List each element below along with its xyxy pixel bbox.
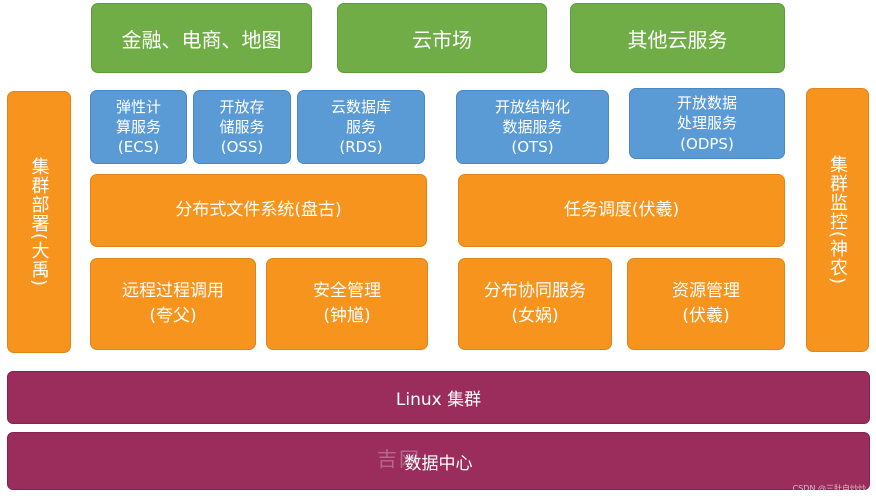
distributed-file-system: 分布式文件系统(盘古) bbox=[90, 174, 427, 247]
app-layer-other-services: 其他云服务 bbox=[570, 3, 785, 73]
cluster-deploy-label: 集群部署(大禹) bbox=[28, 156, 50, 288]
resource-management-line1: 资源管理 bbox=[672, 280, 740, 301]
background-watermark-text: 吉网 bbox=[377, 447, 421, 471]
service-ots: 开放结构化 数据服务 (OTS) bbox=[456, 90, 609, 164]
cluster-deploy-pillar: 集群部署(大禹) bbox=[7, 91, 71, 353]
data-center-layer: 数据中心 bbox=[7, 432, 870, 490]
rpc-service: 远程过程调用 (夸父) bbox=[90, 258, 256, 350]
linux-cluster-label: Linux 集群 bbox=[395, 390, 482, 410]
data-center-label: 数据中心 bbox=[404, 453, 473, 474]
app-layer-finance-label: 金融、电商、地图 bbox=[121, 27, 282, 52]
service-ots-line2: 数据服务 bbox=[502, 117, 563, 136]
security-management: 安全管理 (钟馗) bbox=[266, 258, 428, 350]
csdn-watermark: CSDN @三肚自炒炒 bbox=[792, 484, 866, 493]
security-management-line1: 安全管理 bbox=[313, 280, 381, 301]
resource-management-line2: (伏羲) bbox=[682, 306, 730, 326]
resource-management: 资源管理 (伏羲) bbox=[627, 258, 785, 350]
service-ecs-line1: 弹性计 bbox=[115, 97, 161, 116]
service-rds: 云数据库 服务 (RDS) bbox=[297, 90, 425, 164]
rpc-service-line2: (夸父) bbox=[149, 306, 197, 326]
service-ots-line1: 开放结构化 bbox=[494, 97, 570, 116]
cluster-monitor-label: 集群监控(神农) bbox=[827, 154, 848, 286]
task-scheduler-label: 任务调度(伏羲) bbox=[563, 199, 680, 220]
service-oss: 开放存 储服务 (OSS) bbox=[193, 90, 291, 164]
app-layer-cloud-market: 云市场 bbox=[337, 3, 547, 73]
task-scheduler: 任务调度(伏羲) bbox=[458, 174, 785, 247]
distributed-file-system-label: 分布式文件系统(盘古) bbox=[175, 199, 342, 220]
linux-cluster-layer: Linux 集群 bbox=[7, 371, 870, 424]
coordination-service-line1: 分布协同服务 bbox=[484, 280, 586, 301]
service-rds-line1: 云数据库 bbox=[330, 97, 391, 116]
service-odps: 开放数据 处理服务 (ODPS) bbox=[629, 88, 785, 159]
app-layer-cloud-market-label: 云市场 bbox=[412, 27, 472, 52]
coordination-service-line2: (女娲) bbox=[511, 306, 559, 326]
service-ecs: 弹性计 算服务 (ECS) bbox=[90, 90, 187, 164]
service-oss-line2: 储服务 bbox=[219, 117, 265, 136]
cluster-monitor-pillar: 集群监控(神农) bbox=[806, 88, 869, 352]
app-layer-other-services-label: 其他云服务 bbox=[627, 27, 728, 52]
service-odps-line1: 开放数据 bbox=[676, 94, 737, 113]
service-oss-line3: (OSS) bbox=[220, 138, 264, 157]
service-rds-line2: 服务 bbox=[345, 117, 376, 136]
service-odps-line3: (ODPS) bbox=[680, 134, 734, 153]
service-rds-line3: (RDS) bbox=[339, 138, 383, 157]
app-layer-finance: 金融、电商、地图 bbox=[91, 3, 312, 73]
service-odps-line2: 处理服务 bbox=[676, 114, 737, 133]
service-ecs-line3: (ECS) bbox=[117, 138, 160, 157]
service-ots-line3: (OTS) bbox=[511, 138, 554, 157]
rpc-service-line1: 远程过程调用 bbox=[122, 280, 224, 301]
security-management-line2: (钟馗) bbox=[323, 306, 371, 326]
service-oss-line1: 开放存 bbox=[219, 97, 265, 116]
service-ecs-line2: 算服务 bbox=[115, 117, 161, 136]
coordination-service: 分布协同服务 (女娲) bbox=[458, 258, 612, 350]
